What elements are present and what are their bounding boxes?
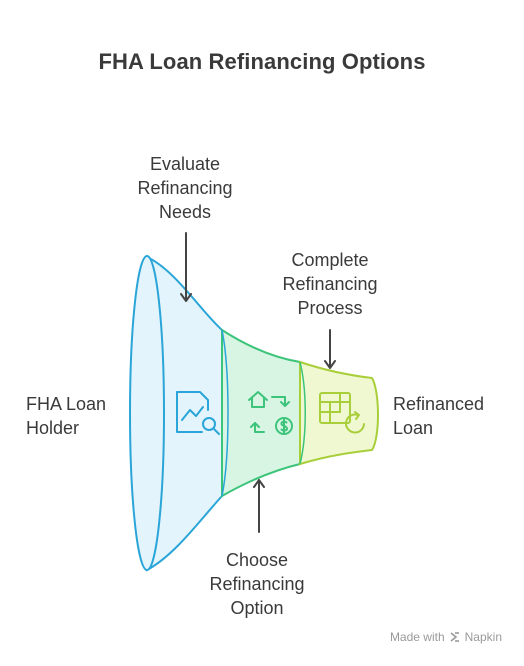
arrow-complete	[324, 329, 336, 369]
footer-attribution: Made with Napkin	[390, 630, 502, 644]
divider-1	[221, 329, 229, 497]
spreadsheet-refresh-icon	[319, 392, 365, 434]
made-with-text: Made with	[389, 630, 445, 644]
arrow-choose	[253, 479, 265, 533]
label-complete-process: Complete Refinancing Process	[282, 250, 378, 318]
funnel-section-choose	[221, 328, 301, 498]
divider-2	[299, 361, 306, 465]
label-fha-loan-holder: FHA Loan Holder	[26, 394, 107, 438]
home-exchange-dollar-icon	[248, 391, 293, 435]
document-analysis-icon	[176, 391, 220, 435]
funnel-mouth	[129, 255, 165, 571]
napkin-logo-icon	[450, 632, 459, 642]
arrow-evaluate	[180, 232, 192, 302]
label-refinanced-loan: Refinanced Loan	[393, 394, 485, 438]
page-title: FHA Loan Refinancing Options	[98, 49, 426, 74]
label-choose-option: Choose Refinancing Option	[209, 550, 305, 618]
label-evaluate-needs: Evaluate Refinancing Needs	[137, 154, 233, 222]
napkin-brand-text: Napkin	[464, 630, 502, 644]
